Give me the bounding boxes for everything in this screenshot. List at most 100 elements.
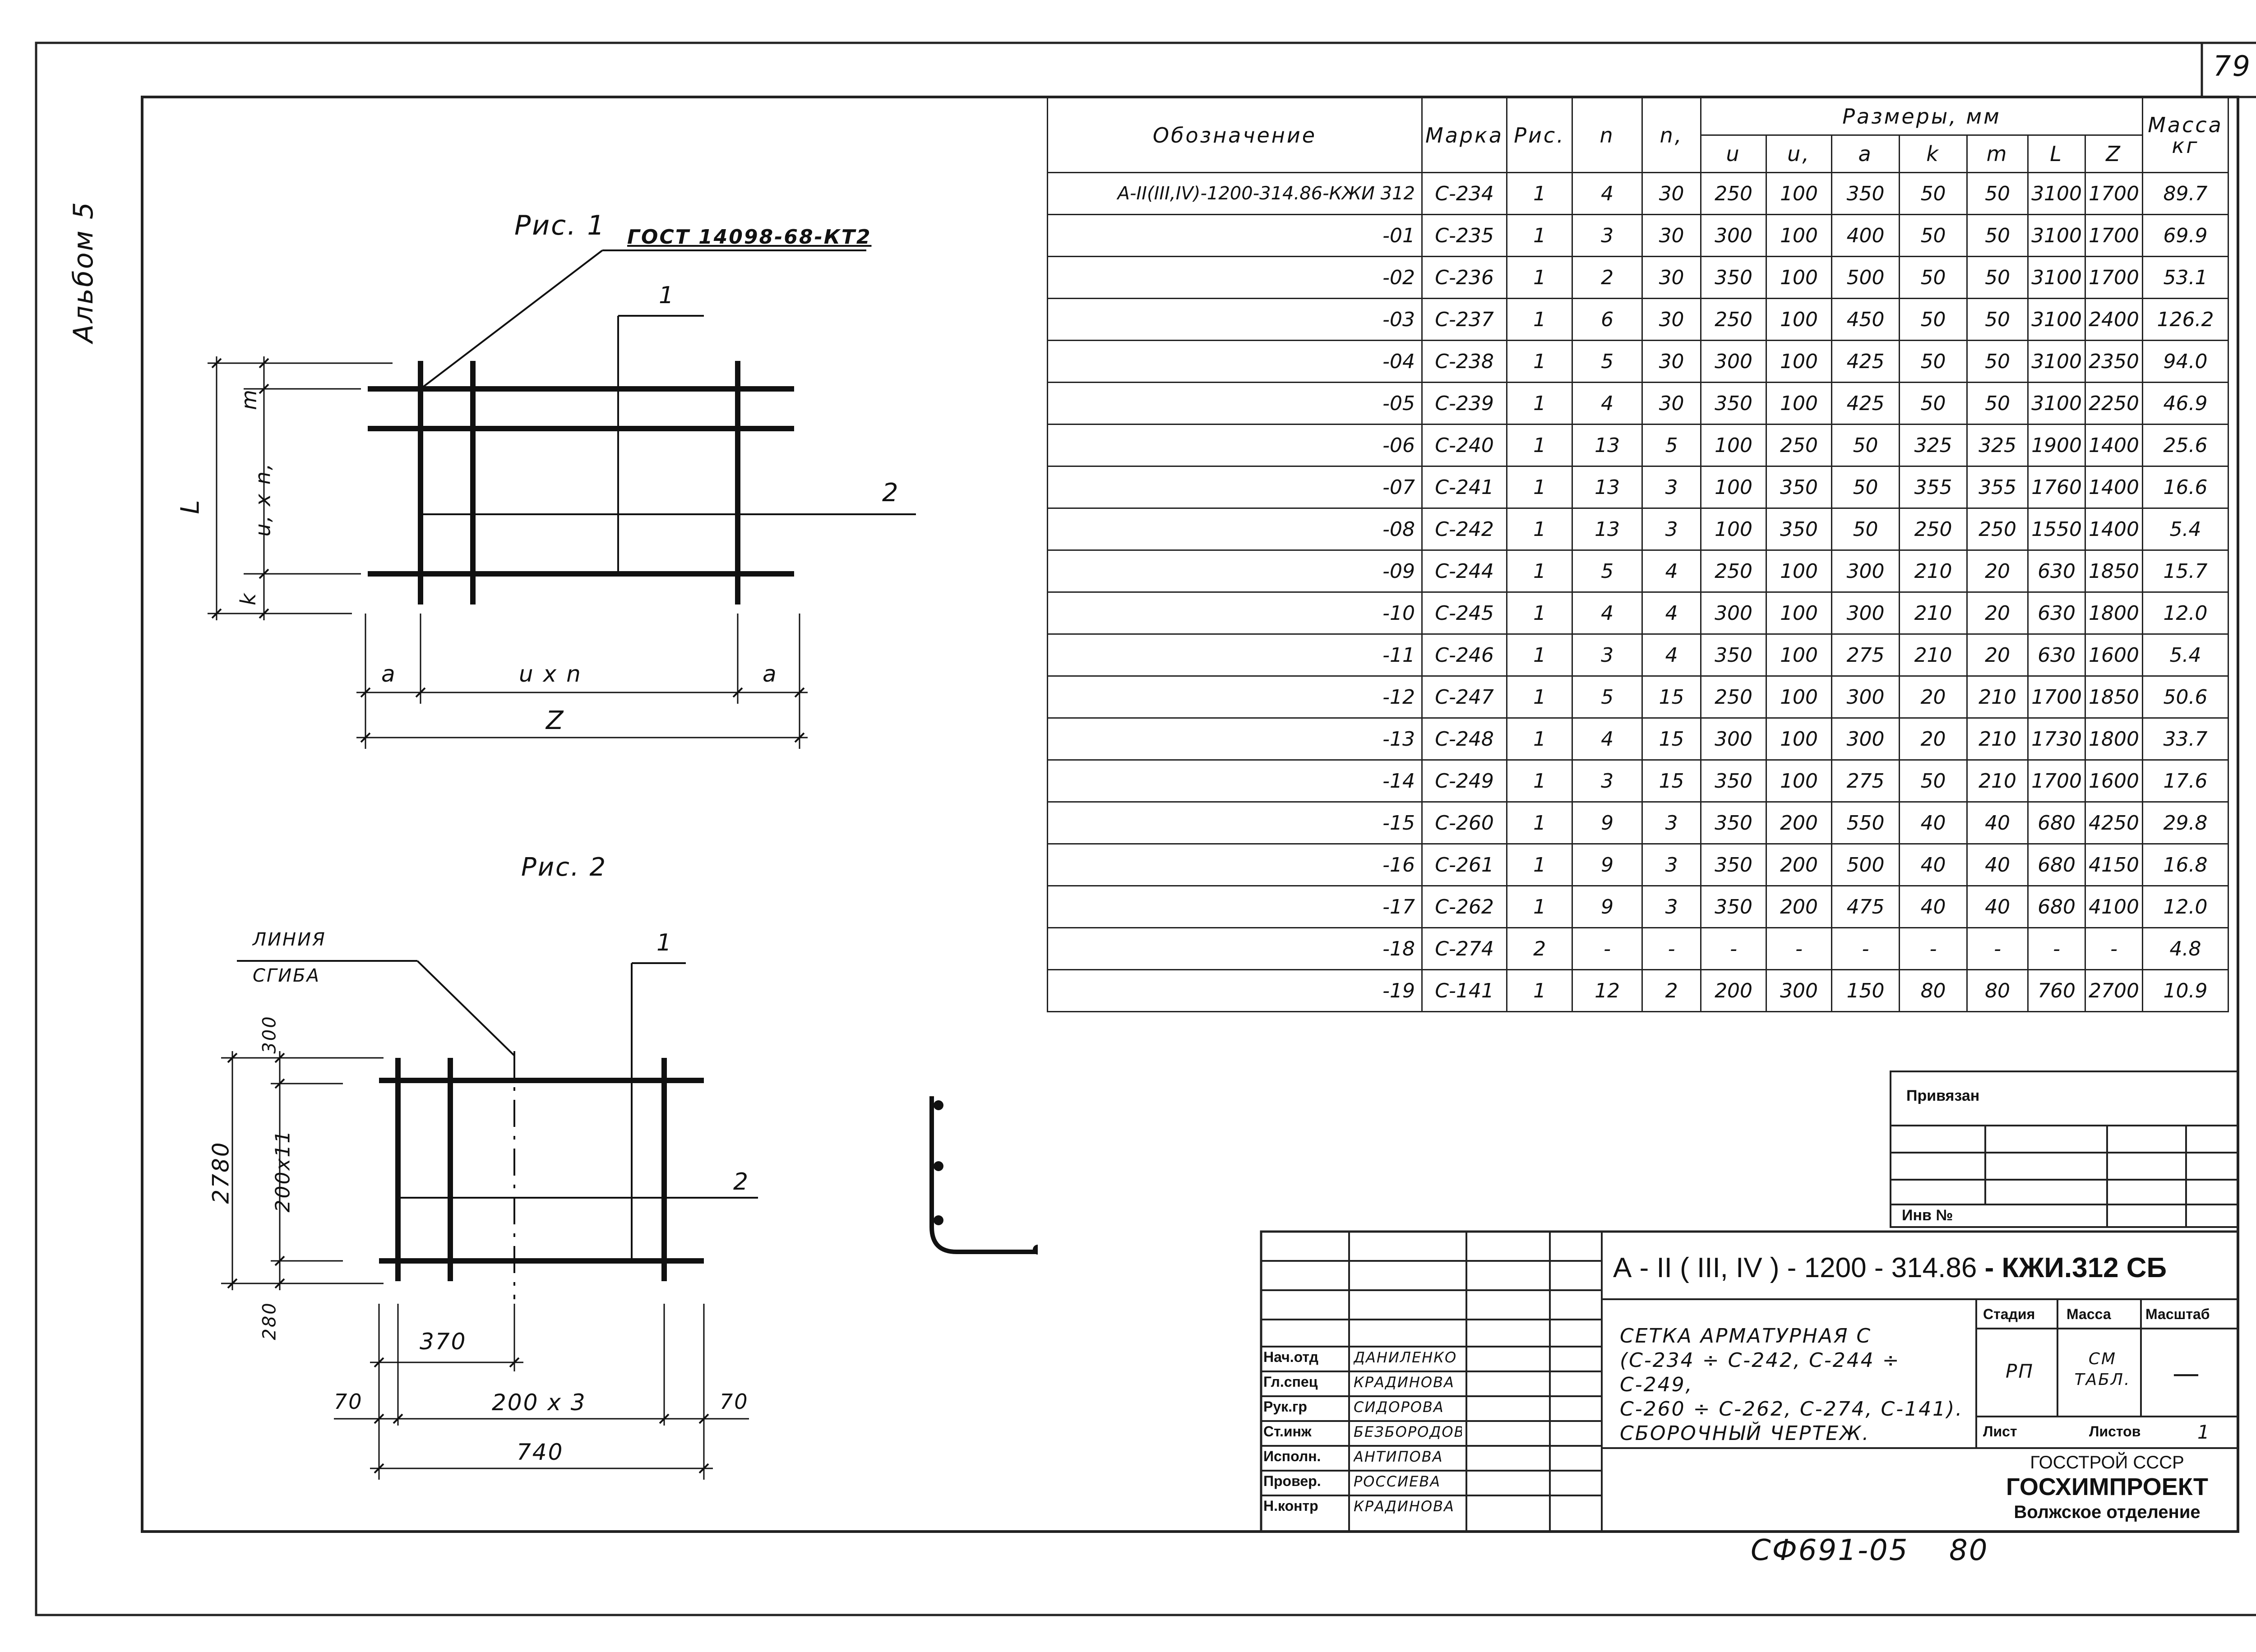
signature-name: СИДОРОВА	[1354, 1398, 1444, 1416]
table-cell: 17.6	[2142, 759, 2229, 803]
table-cell: 4	[1572, 172, 1643, 215]
table-cell: 1600	[2085, 759, 2144, 803]
table-cell: 4100	[2085, 885, 2144, 928]
table-cell: 100	[1766, 717, 1833, 761]
bottom-code: СФ691-05	[1751, 1534, 1909, 1567]
signature-name: БЕЗБОРОДОВА	[1354, 1423, 1462, 1440]
signature-name: КРАДИНОВА	[1354, 1374, 1455, 1391]
table-cell: 300	[1700, 591, 1767, 635]
table-cell: 50	[1831, 466, 1900, 509]
figure-1-title: Рис. 1	[514, 210, 606, 241]
table-cell: С-141	[1421, 969, 1508, 1012]
table-cell: 50	[1899, 214, 1968, 257]
table-cell: 12.0	[2142, 591, 2229, 635]
table-cell: 5	[1572, 549, 1643, 593]
table-cell: 100	[1766, 298, 1833, 341]
table-cell: 1	[1506, 549, 1573, 593]
sheets-value: 1	[2197, 1421, 2211, 1443]
table-cell: 1	[1506, 885, 1573, 928]
table-cell: 50	[1966, 214, 2029, 257]
table-cell: 94.0	[2142, 340, 2229, 383]
table-cell: 1600	[2085, 633, 2144, 677]
table-cell: 200	[1766, 885, 1833, 928]
mass-value: СМ ТАБЛ.	[2074, 1350, 2131, 1389]
table-cell: 40	[1899, 843, 1968, 886]
table-cell: 40	[1966, 843, 2029, 886]
table-cell: С-245	[1421, 591, 1508, 635]
table-cell: 3	[1641, 466, 1702, 509]
org-line-2: ГОСХИМПРОЕКТ	[2006, 1473, 2209, 1500]
table-cell: С-247	[1421, 675, 1508, 719]
table-cell: 100	[1766, 340, 1833, 383]
table-cell: 2350	[2085, 340, 2144, 383]
table-cell: 69.9	[2142, 214, 2229, 257]
table-cell: 2400	[2085, 298, 2144, 341]
table-cell: -03	[1047, 298, 1423, 341]
table-cell: 250	[1700, 549, 1767, 593]
figure-1-pos-1: 1	[659, 282, 675, 309]
table-cell: 200	[1700, 969, 1767, 1012]
table-cell: 5	[1641, 424, 1702, 467]
table-cell: 50	[1966, 256, 2029, 299]
table-cell: 680	[2027, 885, 2086, 928]
document-code: А - II ( III, IV ) - 1200 - 314.86 - КЖИ…	[1613, 1252, 2167, 1284]
table-cell: 350	[1700, 382, 1767, 425]
table-cell: 50	[1899, 759, 1968, 803]
table-cell: 30	[1641, 298, 1702, 341]
figure-2-pos-2: 2	[733, 1168, 750, 1195]
table-cell: 50	[1899, 382, 1968, 425]
table-cell: -05	[1047, 382, 1423, 425]
header-size-1: u,	[1766, 134, 1833, 173]
figure-2-pos-1: 1	[656, 929, 673, 956]
table-cell: С-236	[1421, 256, 1508, 299]
table-cell: -	[1831, 927, 1900, 970]
figure-1-dim-a-right: a	[763, 661, 778, 687]
figure-1-drawing	[208, 249, 916, 749]
table-cell: 100	[1766, 172, 1833, 215]
table-cell: С-262	[1421, 885, 1508, 928]
table-cell: 89.7	[2142, 172, 2229, 215]
scale-value: —	[2173, 1358, 2200, 1389]
table-cell: 9	[1572, 885, 1643, 928]
table-cell: 1850	[2085, 549, 2144, 593]
table-cell: 1	[1506, 633, 1573, 677]
table-cell: 3	[1572, 759, 1643, 803]
table-cell: 1	[1506, 675, 1573, 719]
header-mark: Марка	[1421, 97, 1508, 173]
table-cell: 1400	[2085, 508, 2144, 551]
figure-2-dim-370: 370	[420, 1329, 467, 1355]
table-cell: 80	[1966, 969, 2029, 1012]
scale-label: Масштаб	[2145, 1306, 2210, 1322]
table-cell: 15	[1641, 759, 1702, 803]
table-cell: 350	[1766, 466, 1833, 509]
table-cell: 50	[1899, 172, 1968, 215]
table-cell: 15.7	[2142, 549, 2229, 593]
table-cell: 275	[1831, 633, 1900, 677]
table-cell: -	[1766, 927, 1833, 970]
table-cell: 12	[1572, 969, 1643, 1012]
table-cell: 100	[1766, 214, 1833, 257]
signature-role: Гл.спец	[1263, 1374, 1318, 1390]
table-cell: 20	[1899, 717, 1968, 761]
table-cell: -19	[1047, 969, 1423, 1012]
table-cell: 450	[1831, 298, 1900, 341]
table-cell: -	[1899, 927, 1968, 970]
table-cell: 300	[1831, 717, 1900, 761]
table-cell: 355	[1899, 466, 1968, 509]
table-cell: 210	[1966, 675, 2029, 719]
table-cell: 1	[1506, 591, 1573, 635]
table-cell: 30	[1641, 172, 1702, 215]
sheet-label: Лист	[1983, 1423, 2017, 1440]
header-mass: Масса кг	[2142, 97, 2229, 173]
table-cell: -16	[1047, 843, 1423, 886]
signature-role: Провер.	[1263, 1473, 1321, 1489]
